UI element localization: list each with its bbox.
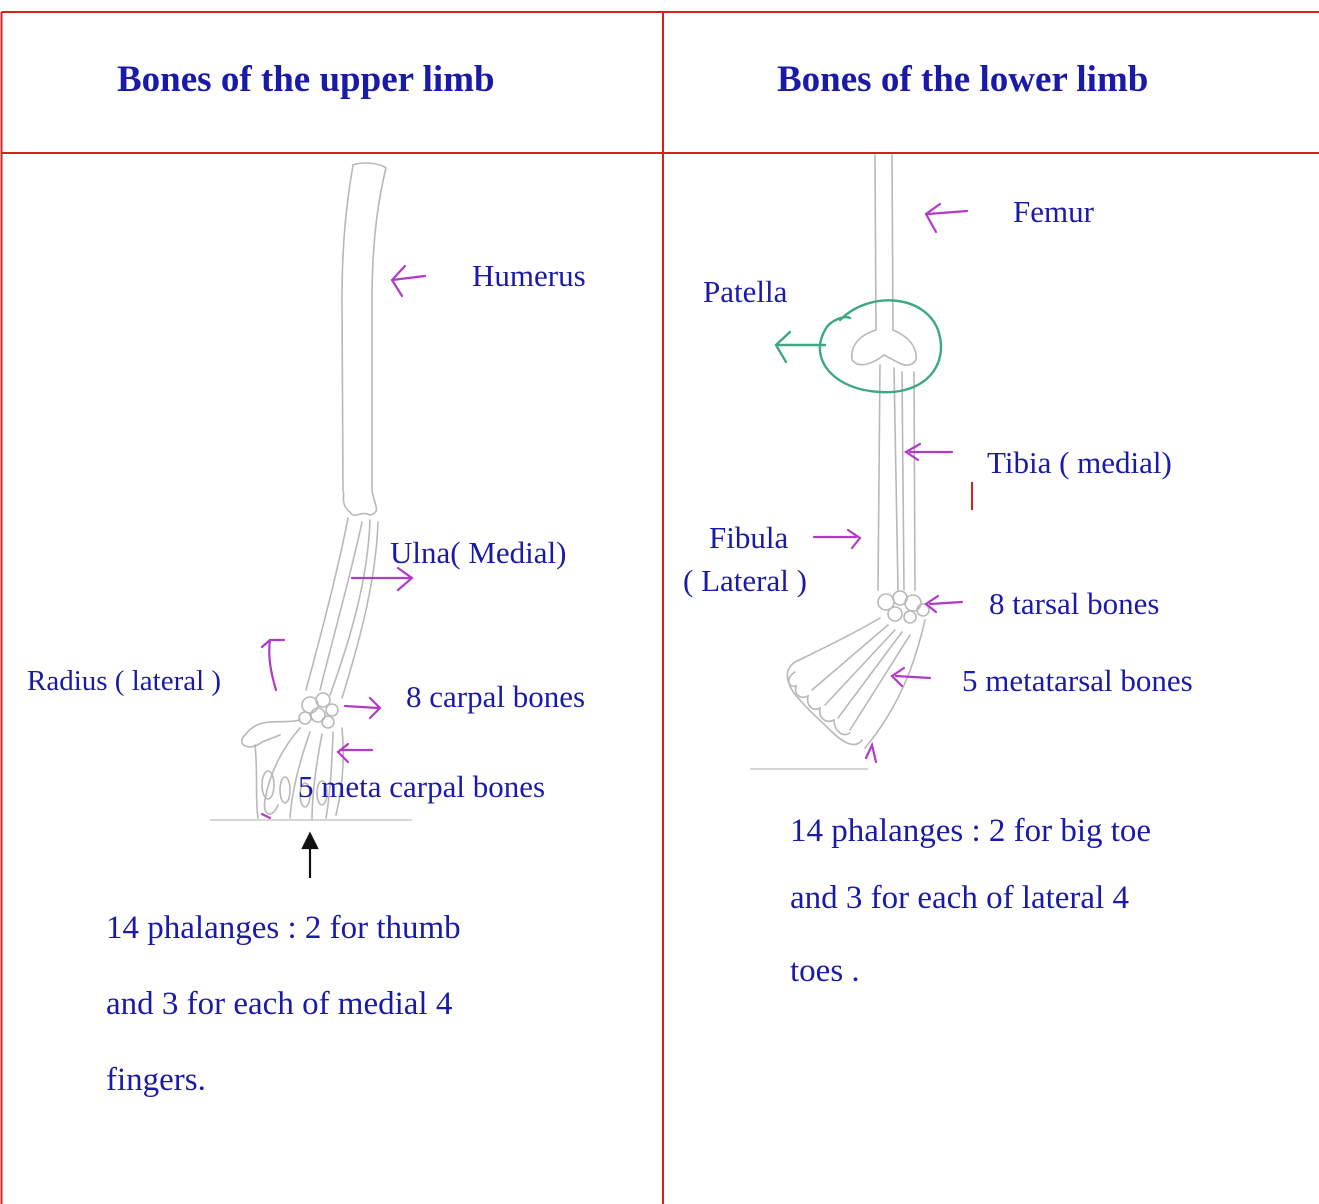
label-fibula-lateral: ( Lateral ) <box>683 565 807 596</box>
label-carpal: 8 carpal bones <box>406 681 585 712</box>
lower-phalanges-line-3: toes . <box>790 955 860 988</box>
lower-phalanges-line-1: 14 phalanges : 2 for big toe <box>790 815 1151 848</box>
upper-phalanges-line-2: and 3 for each of medial 4 <box>106 988 452 1021</box>
label-femur: Femur <box>1013 196 1094 227</box>
upper-phalanges-line-3: fingers. <box>106 1064 206 1097</box>
label-radius: Radius ( lateral ) <box>27 667 221 696</box>
label-humerus: Humerus <box>472 260 586 291</box>
label-patella: Patella <box>703 276 787 307</box>
lower-phalanges-line-2: and 3 for each of lateral 4 <box>790 882 1129 915</box>
label-metacarpal: 5 meta carpal bones <box>298 771 545 802</box>
label-ulna: Ulna( Medial) <box>390 537 566 568</box>
upper-phalanges-line-1: 14 phalanges : 2 for thumb <box>106 912 461 945</box>
label-metatarsal: 5 metatarsal bones <box>962 665 1193 696</box>
label-tarsal: 8 tarsal bones <box>989 588 1159 619</box>
label-tibia: Tibia ( medial) <box>987 447 1172 478</box>
label-fibula: Fibula <box>709 522 788 553</box>
